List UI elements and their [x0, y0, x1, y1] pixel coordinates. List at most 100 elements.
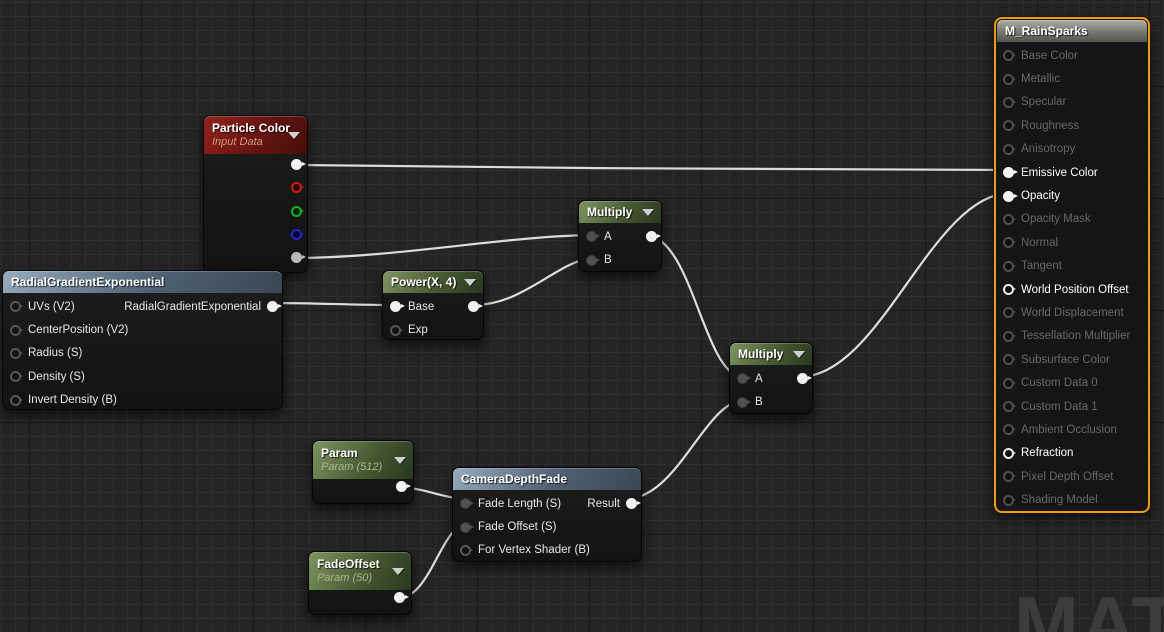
input-pin-specular[interactable] [1003, 97, 1014, 108]
node-param[interactable]: Param Param (512) [312, 440, 414, 504]
pin-label: Custom Data 0 [1021, 377, 1098, 389]
input-label: Invert Density (B) [28, 394, 117, 406]
node-multiply-1[interactable]: Multiply A B [578, 200, 662, 272]
output-pin-g[interactable] [291, 206, 302, 217]
input-pin-anisotropy[interactable] [1003, 144, 1014, 155]
wire-multiply2-to-opacity[interactable] [798, 193, 1009, 377]
node-body [313, 479, 413, 481]
input-pin-custom-data-0[interactable] [1003, 378, 1014, 389]
node-header: Particle Color Input Data [204, 116, 307, 154]
node-particle-color[interactable]: Particle Color Input Data [203, 115, 308, 273]
input-pin-tessellation-multiplier[interactable] [1003, 331, 1014, 342]
input-pin-for-vertex-shader[interactable] [460, 545, 471, 556]
input-pin-tangent[interactable] [1003, 261, 1014, 272]
node-title: M_RainSparks [1005, 24, 1088, 38]
input-pin-a[interactable] [586, 231, 597, 242]
node-multiply-2[interactable]: Multiply A B [729, 342, 813, 414]
input-pin-emissive-color[interactable] [1003, 167, 1014, 178]
input-pin-world-position-offset[interactable] [1003, 284, 1014, 295]
input-pin-pixel-depth-offset[interactable] [1003, 471, 1014, 482]
pin-row: Invert Density (B) [3, 389, 282, 412]
output-pin[interactable] [468, 301, 479, 312]
output-pin[interactable] [396, 481, 407, 492]
node-camera-depth-fade[interactable]: CameraDepthFade Fade Length (S) Result F… [452, 467, 642, 562]
chevron-down-icon[interactable] [464, 279, 476, 286]
input-pin-a[interactable] [737, 373, 748, 384]
node-header: M_RainSparks [997, 20, 1147, 42]
node-power[interactable]: Power(X, 4) Base Exp [382, 270, 484, 340]
input-pin-fade-length[interactable] [460, 498, 471, 509]
input-label: B [604, 254, 612, 266]
pin-row: Anisotropy [996, 138, 1148, 161]
input-pin-centerposition[interactable] [10, 325, 21, 336]
wire-particle-rgb-to-emissive[interactable] [298, 165, 1009, 170]
output-pin[interactable] [394, 592, 405, 603]
pin-row: Base Color [996, 44, 1148, 67]
node-title: CameraDepthFade [461, 472, 567, 486]
chevron-down-icon[interactable] [288, 132, 300, 139]
node-fade-offset[interactable]: FadeOffset Param (50) [308, 551, 412, 615]
chevron-down-icon[interactable] [392, 568, 404, 575]
input-pin-b[interactable] [586, 255, 597, 266]
input-pin-normal[interactable] [1003, 237, 1014, 248]
input-pin-invert-density[interactable] [10, 395, 21, 406]
wire-radialgradient-to-power-base[interactable] [270, 303, 393, 305]
pin-row: Ambient Occlusion [996, 418, 1148, 441]
node-body: Fade Length (S) Result Fade Offset (S) F… [453, 490, 641, 562]
node-title: Param [321, 446, 358, 460]
input-pin-refraction[interactable] [1003, 448, 1014, 459]
pin-label: World Displacement [1021, 307, 1124, 319]
output-pin-a[interactable] [291, 252, 302, 263]
input-pin-base-color[interactable] [1003, 50, 1014, 61]
input-pin-subsurface-color[interactable] [1003, 354, 1014, 365]
pin-row: Density (S) [3, 365, 282, 388]
input-pin-density[interactable] [10, 371, 21, 382]
input-pin-fade-offset[interactable] [460, 522, 471, 533]
output-label: RadialGradientExponential [124, 301, 261, 313]
pin-row: Metallic [996, 67, 1148, 90]
input-pin-exp[interactable] [390, 325, 401, 336]
input-pin-base[interactable] [390, 301, 401, 312]
pin-label: Base Color [1021, 50, 1078, 62]
input-pin-roughness[interactable] [1003, 120, 1014, 131]
wire-particle-alpha-to-multiply1-a[interactable] [298, 235, 589, 258]
input-pin-custom-data-1[interactable] [1003, 401, 1014, 412]
output-pin[interactable] [646, 231, 657, 242]
input-label: Fade Length (S) [478, 498, 561, 510]
input-pin-ambient-occlusion[interactable] [1003, 424, 1014, 435]
output-pin-r[interactable] [291, 182, 302, 193]
input-pin-shading-model[interactable] [1003, 495, 1014, 506]
wire-power-to-multiply1-b[interactable] [470, 258, 589, 305]
input-label: CenterPosition (V2) [28, 324, 128, 336]
node-title: Particle Color [212, 121, 290, 135]
node-radial-gradient-exponential[interactable]: RadialGradientExponential UVs (V2) Radia… [2, 270, 283, 410]
input-pin-metallic[interactable] [1003, 74, 1014, 85]
node-material-result[interactable]: M_RainSparks Base Color Metallic Specula… [994, 17, 1150, 513]
output-pin-result[interactable] [626, 498, 637, 509]
input-pin-world-displacement[interactable] [1003, 307, 1014, 318]
pin-label: Metallic [1021, 73, 1060, 85]
input-label: UVs (V2) [28, 301, 75, 313]
input-pin-uvs[interactable] [10, 301, 21, 312]
output-pin[interactable] [267, 301, 278, 312]
input-pin-opacity[interactable] [1003, 191, 1014, 202]
pin-label: World Position Offset [1021, 284, 1129, 296]
input-pin-b[interactable] [737, 397, 748, 408]
output-pin-rgb[interactable] [291, 159, 302, 170]
input-pin-radius[interactable] [10, 348, 21, 359]
output-pin[interactable] [797, 373, 808, 384]
wire-cameradepthfade-to-multiply2-b[interactable] [629, 400, 740, 499]
chevron-down-icon[interactable] [793, 351, 805, 358]
chevron-down-icon[interactable] [394, 457, 406, 464]
pin-label: Emissive Color [1021, 167, 1098, 179]
pin-row: Opacity [996, 184, 1148, 207]
pin-label: Roughness [1021, 120, 1079, 132]
pin-row: Normal [996, 231, 1148, 254]
pin-label: Opacity Mask [1021, 213, 1091, 225]
chevron-down-icon[interactable] [642, 209, 654, 216]
input-pin-opacity-mask[interactable] [1003, 214, 1014, 225]
node-subtitle: Param (512) [321, 461, 382, 474]
output-pin-b[interactable] [291, 229, 302, 240]
pin-row: Tessellation Multiplier [996, 325, 1148, 348]
